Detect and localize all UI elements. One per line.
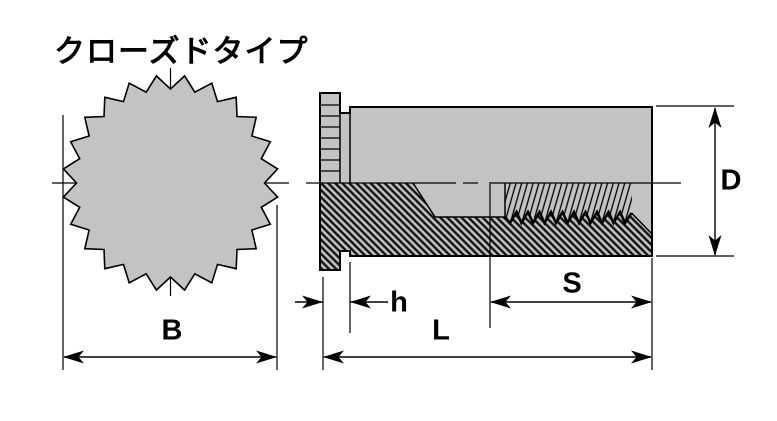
arrow-B-left (63, 350, 84, 364)
drawing-title: クローズドタイプ (54, 34, 309, 69)
arrow-S-right (631, 295, 652, 309)
dimension-label-h: h (390, 286, 408, 319)
arrow-L-left (323, 350, 344, 364)
arrow-h-outer-left (302, 295, 323, 309)
arrow-S-left (490, 295, 511, 309)
dimension-arrowheads (63, 107, 722, 364)
arrow-L-right (631, 350, 652, 364)
thread-root-line (504, 209, 633, 226)
dimension-label-D: D (720, 164, 742, 197)
cavity-outlines (412, 182, 653, 235)
groove-upper (340, 113, 350, 183)
extension-lines (62, 105, 734, 370)
groove-section-hatch (340, 183, 350, 251)
arrow-D-top (708, 107, 722, 128)
front-view-drawing (52, 68, 289, 296)
dimension-label-S: S (562, 267, 582, 300)
flange-section-hatch (320, 183, 340, 270)
dimension-label-L: L (432, 314, 450, 347)
dimension-label-B: B (161, 314, 183, 347)
dimension-lines (64, 108, 716, 358)
knurled-circle (62, 74, 279, 292)
flange-knurl-lines (320, 104, 340, 172)
body-upper (350, 107, 652, 183)
arrow-B-right (256, 350, 277, 364)
arrow-D-bottom (708, 235, 722, 256)
section-view-drawing (306, 92, 681, 271)
arrow-h-outer-right (350, 295, 371, 309)
